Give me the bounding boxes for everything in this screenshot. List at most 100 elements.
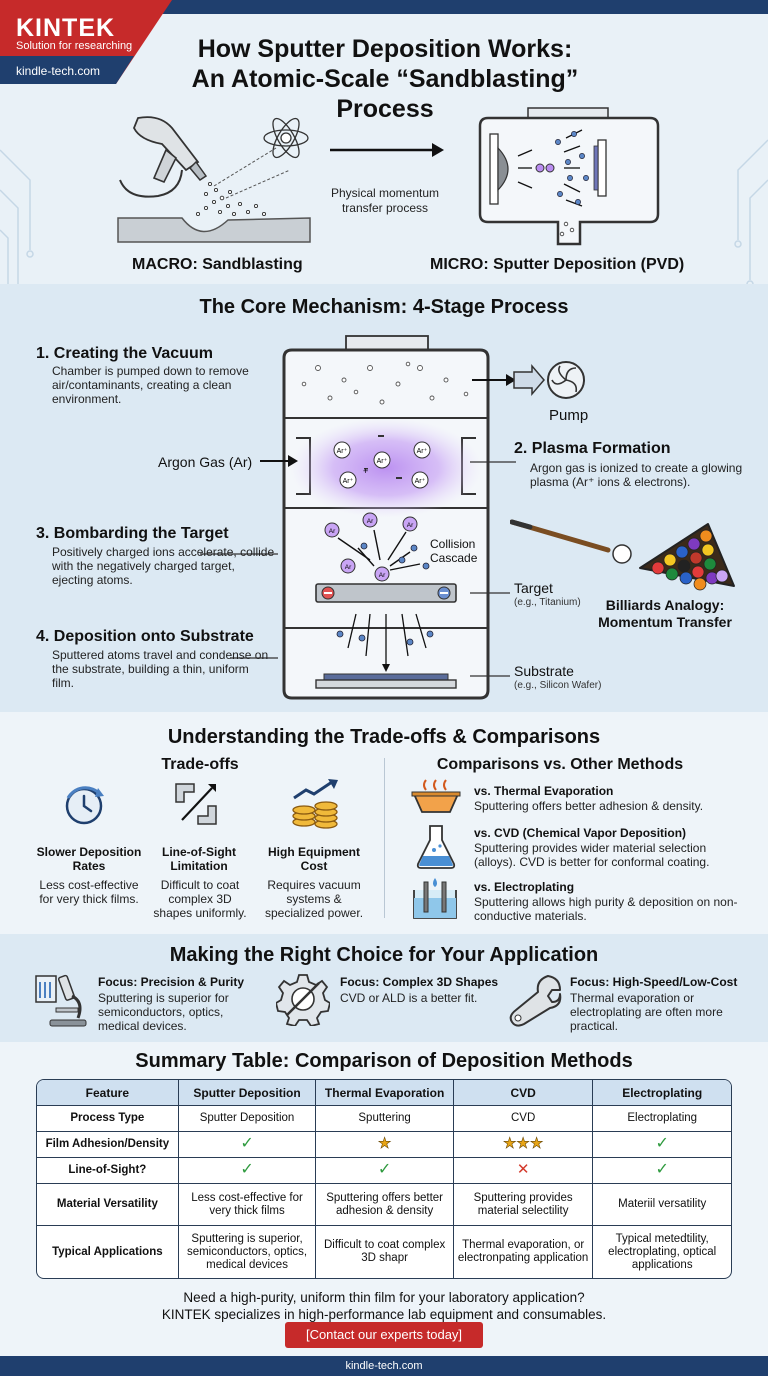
- page-title: How Sputter Deposition Works: An Atomic-…: [150, 34, 620, 124]
- summary-table: Feature Sputter Deposition Thermal Evapo…: [36, 1079, 732, 1279]
- tradeoff-1-name: Slower Deposition Rates: [36, 845, 142, 873]
- table-row: Film Adhesion/Density✓★★★★✓: [37, 1132, 731, 1158]
- table-row: Line-of-Sight?✓✓✕✓: [37, 1158, 731, 1184]
- table-cell: ✓: [593, 1132, 731, 1158]
- tradeoff-2-desc: Difficult to coat complex 3D shapes unif…: [153, 878, 247, 920]
- stage-4-title: 4. Deposition onto Substrate: [36, 628, 254, 645]
- substrate-example: (e.g., Silicon Wafer): [514, 680, 602, 691]
- choice-3-title: Focus: High-Speed/Low-Cost: [570, 975, 738, 989]
- clock-arrow-icon: [65, 786, 104, 825]
- leader-lines-left: [200, 553, 278, 659]
- table-feature-cell: Process Type: [37, 1106, 179, 1132]
- table-cell: Sputtering is superior, semiconductors, …: [179, 1226, 317, 1278]
- table-cell: Sputtering: [316, 1106, 454, 1132]
- choice-3-desc: Thermal evaporation or electroplating ar…: [570, 991, 723, 1033]
- title-line-1: How Sputter Deposition Works:: [197, 35, 573, 63]
- table-cell: Electroplating: [593, 1106, 731, 1132]
- table-cell: Sputtering offers better adhesion & dens…: [316, 1184, 454, 1226]
- table-cell: ✓: [316, 1158, 454, 1184]
- table-cell: ✓: [593, 1158, 731, 1184]
- star-icon: ★: [529, 1135, 544, 1152]
- tradeoff-2-name: Line-of-Sight Limitation: [162, 845, 236, 873]
- stage-1-desc: Chamber is pumped down to remove air/con…: [52, 364, 249, 406]
- billiards-icon: [510, 519, 735, 591]
- leader-lines: [470, 461, 516, 677]
- choice-1-title: Focus: Precision & Purity: [98, 975, 245, 989]
- table-header-row: Feature Sputter Deposition Thermal Evapo…: [37, 1080, 731, 1106]
- collision-cascade-label: Collision Cascade: [430, 537, 478, 565]
- table-cell: CVD: [453, 1106, 594, 1132]
- brand-tagline: Solution for researching: [16, 40, 133, 52]
- complex-shape-gear-icon: [276, 974, 330, 1026]
- section-divider: [384, 758, 385, 918]
- table-cell: Sputtering provides material selectility: [453, 1184, 594, 1226]
- choice-2-title: Focus: Complex 3D Shapes: [340, 975, 499, 989]
- cta-line-1: Need a high-purity, uniform thin film fo…: [183, 1290, 585, 1305]
- argon-gas-label: Argon Gas (Ar): [158, 454, 253, 470]
- stage-2-desc: Argon gas is ionized to create a glowing…: [530, 461, 743, 489]
- target-label: Target: [514, 580, 553, 596]
- cross-icon: ✕: [516, 1161, 530, 1178]
- comparison-2-title: vs. CVD (Chemical Vapor Deposition): [474, 826, 687, 840]
- comparison-2-desc: Sputtering provides wider material selec…: [474, 841, 710, 869]
- evaporation-crucible-icon: [411, 779, 461, 813]
- title-line-2: An Atomic-Scale “Sandblasting” Process: [191, 65, 579, 123]
- substrate-label: Substrate: [514, 663, 574, 679]
- star-icon: ★: [516, 1135, 530, 1152]
- svg-text:Ar: Ar: [379, 572, 386, 579]
- sputter-chamber-diagram: Ar⁺ Ar⁺ Ar⁺ Ar⁺ Ar⁺ + Ar Ar Ar Ar Ar: [282, 335, 490, 700]
- tradeoffs-subtitle: Trade-offs: [161, 756, 239, 773]
- flask-icon: [416, 825, 456, 869]
- svg-text:Ar: Ar: [329, 528, 336, 535]
- line-of-sight-icon: [175, 783, 217, 825]
- table-cell: Sputter Deposition: [178, 1106, 317, 1132]
- right-arrow-icon: [330, 143, 444, 157]
- table-cell: Typical metedtility, electroplating, opt…: [608, 1232, 717, 1271]
- table-cell: ✓: [178, 1132, 317, 1158]
- svg-text:Ar⁺: Ar⁺: [377, 458, 388, 465]
- tradeoff-1-desc: Less cost-effective for very thick films…: [39, 878, 139, 906]
- brand-logo[interactable]: KINTEK Solution for researching kindle-t…: [0, 0, 172, 84]
- coins-growth-icon: [292, 779, 338, 829]
- brand-url[interactable]: kindle-tech.com: [16, 64, 101, 78]
- svg-text:Ar: Ar: [345, 564, 352, 571]
- brand-badge-icon: [0, 0, 172, 84]
- svg-text:+: +: [363, 466, 368, 476]
- argon-inlet-arrow-icon: [260, 455, 298, 467]
- microscope-icon: [35, 974, 87, 1027]
- pump-label: Pump: [549, 407, 589, 424]
- sandblasting-illustration: [117, 116, 311, 243]
- stage-3-title: 3. Bombarding the Target: [36, 525, 229, 542]
- intro-section: MACRO: Sandblasting MICRO: Sputter Depos…: [0, 0, 768, 273]
- stage-1-title: 1. Creating the Vacuum: [36, 345, 213, 362]
- table-header-cell: CVD: [453, 1080, 594, 1106]
- comparison-3-desc: Sputtering allows high purity & depositi…: [474, 895, 738, 923]
- table-cell: Thermal evaporation, or electronpating a…: [454, 1226, 594, 1278]
- core-section-title: The Core Mechanism: 4-Stage Process: [199, 296, 569, 318]
- table-header-cell: Thermal Evaporation: [316, 1080, 454, 1106]
- svg-text:Ar: Ar: [367, 518, 374, 525]
- macro-caption: MACRO: Sandblasting: [132, 256, 303, 273]
- pump-icon: [472, 361, 585, 399]
- tradeoff-3-desc: Requires vacuum systems & specialized po…: [264, 878, 364, 920]
- check-icon: ✓: [377, 1161, 392, 1178]
- table-feature-cell: Material Versatility: [37, 1184, 179, 1226]
- stage-4-desc: Sputtered atoms travel and condense on t…: [52, 648, 269, 690]
- check-icon: ✓: [655, 1135, 669, 1152]
- footer-url[interactable]: kindle-tech.com: [0, 1356, 768, 1376]
- comparison-1-desc: Sputtering offers better adhesion & dens…: [474, 799, 704, 813]
- contact-experts-button[interactable]: [Contact our experts today]: [285, 1322, 483, 1348]
- table-feature-cell: Film Adhesion/Density: [37, 1132, 179, 1158]
- svg-text:Ar⁺: Ar⁺: [417, 448, 428, 455]
- svg-text:Ar⁺: Ar⁺: [337, 448, 348, 455]
- choice-section: [0, 934, 768, 1042]
- check-icon: ✓: [240, 1135, 254, 1152]
- cta-line-2: KINTEK specializes in high-performance l…: [161, 1307, 607, 1322]
- table-cell: ✕: [453, 1158, 594, 1184]
- brand-name: KINTEK: [16, 14, 116, 42]
- table-cell: ✓: [178, 1158, 317, 1184]
